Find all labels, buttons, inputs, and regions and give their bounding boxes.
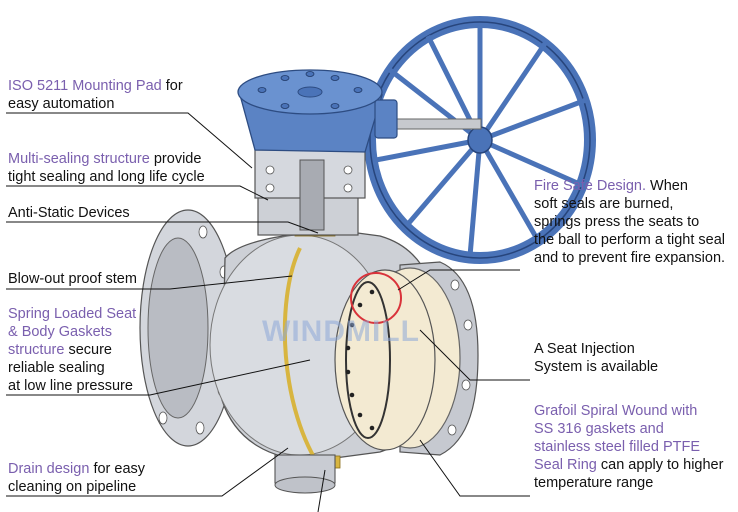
- label-highlight: Drain design: [8, 461, 90, 477]
- label-highlight: Multi-sealing structure: [8, 151, 150, 167]
- label-grafoil: Grafoil Spiral Wound with SS 316 gaskets…: [534, 402, 723, 492]
- handwheel-shaft: [384, 118, 482, 130]
- label-text: can apply to higher: [596, 457, 724, 473]
- label-text: and to prevent fire expansion.: [534, 250, 726, 266]
- label-highlight: Fire Safe Design.: [534, 178, 647, 194]
- bonnet: [254, 149, 366, 236]
- label-drain-design: Drain design for easy cleaning on pipeli…: [8, 460, 145, 496]
- label-highlight: stainless steel filled PTFE: [534, 439, 701, 455]
- label-text: temperature range: [534, 475, 654, 491]
- label-seat-injection: A Seat Injection System is available: [534, 340, 658, 376]
- label-text: Anti-Static Devices: [8, 205, 130, 221]
- label-text: cleaning on pipeline: [8, 479, 137, 495]
- fire-safe-circle: [350, 272, 402, 324]
- label-text: System is available: [534, 359, 659, 375]
- label-anti-static: Anti-Static Devices: [8, 204, 130, 222]
- label-text: for: [161, 78, 183, 94]
- label-text: When: [646, 178, 688, 194]
- label-text: at low line pressure: [8, 378, 133, 394]
- label-text: reliable sealing: [8, 360, 105, 376]
- seat-bolts: [345, 289, 375, 431]
- leader-lines: [6, 112, 530, 512]
- label-text: provide: [149, 151, 202, 167]
- drain-plug: [274, 454, 336, 494]
- label-text: secure: [64, 342, 112, 358]
- handwheel: [364, 16, 596, 264]
- label-text: tight sealing and long life cycle: [8, 169, 205, 185]
- label-highlight: Grafoil Spiral Wound with: [534, 403, 698, 419]
- label-text: Blow-out proof stem: [8, 271, 137, 287]
- label-text: soft seals are burned,: [534, 196, 674, 212]
- gold-seal: [282, 247, 324, 472]
- label-text: springs press the seats to: [534, 214, 700, 230]
- label-text: for easy: [89, 461, 146, 477]
- label-text: the ball to perform a tight seal: [534, 232, 726, 248]
- label-highlight: ISO 5211 Mounting Pad: [8, 78, 162, 94]
- seat-ring: [345, 281, 391, 439]
- label-highlight: SS 316 gaskets and: [534, 421, 664, 437]
- label-spring-loaded-seat: Spring Loaded Seat & Body Gaskets struct…: [8, 305, 136, 395]
- actuator: [237, 69, 398, 153]
- label-fire-safe: Fire Safe Design. When soft seals are bu…: [534, 177, 725, 267]
- label-highlight: Spring Loaded Seat: [8, 306, 137, 322]
- ball: [334, 269, 436, 451]
- label-blow-out-stem: Blow-out proof stem: [8, 270, 137, 288]
- left-flange: [139, 209, 237, 447]
- label-iso-mounting-pad: ISO 5211 Mounting Pad for easy automatio…: [8, 77, 183, 113]
- label-highlight: & Body Gaskets: [8, 324, 112, 340]
- label-multi-sealing: Multi-sealing structure provide tight se…: [8, 150, 205, 186]
- label-text: A Seat Injection: [534, 341, 635, 357]
- watermark: WINDMILL: [262, 315, 420, 348]
- label-highlight: Seal Ring: [534, 457, 597, 473]
- label-highlight: structure: [8, 342, 65, 358]
- label-text: easy automation: [8, 96, 115, 112]
